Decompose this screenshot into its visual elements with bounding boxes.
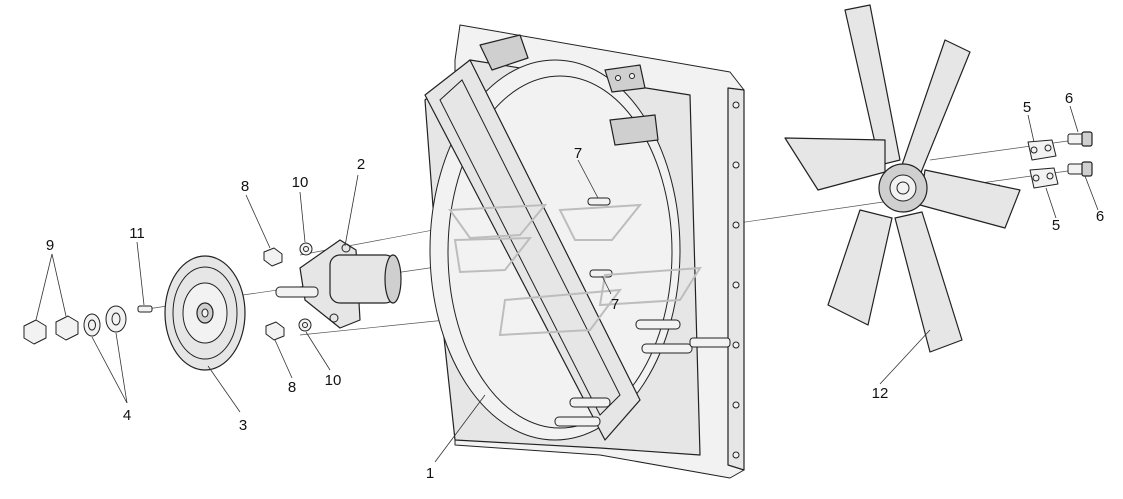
nut-part-9-outer — [23, 319, 47, 345]
callout-5-upper: 5 — [1023, 99, 1031, 116]
callout-4: 4 — [123, 407, 131, 424]
shroud-mid-bracket — [609, 114, 659, 146]
watermark-logo — [448, 203, 702, 337]
fan-blade-top-right — [901, 39, 971, 176]
clamp-part-5-lower — [1029, 167, 1059, 189]
clamp-part-5-upper — [1027, 139, 1057, 161]
washer-part-4-outer — [83, 313, 101, 337]
washer-part-10-upper — [299, 242, 313, 256]
callout-7-lower: 7 — [611, 296, 619, 313]
callout-5-lower: 5 — [1052, 217, 1060, 234]
bolt-part-7-lower — [589, 269, 613, 278]
key-part-11 — [137, 305, 153, 313]
callout-9: 9 — [46, 237, 54, 254]
callout-6-upper: 6 — [1065, 90, 1073, 107]
bolt-part-7-upper — [587, 197, 611, 206]
fan-blade-bottom-left — [827, 209, 893, 326]
nut-part-8-lower — [265, 321, 285, 341]
washer-part-10-lower — [298, 318, 312, 332]
nut-part-9-inner — [55, 315, 79, 341]
shroud-pipes — [554, 319, 731, 427]
bolt-part-6-lower — [1067, 161, 1093, 177]
washer-part-4-inner — [105, 305, 127, 333]
shroud-top-bracket — [479, 34, 529, 71]
callout-12: 12 — [872, 385, 889, 402]
shroud-upper-right-bracket — [604, 64, 646, 93]
bolt-part-6-upper — [1067, 131, 1093, 147]
bearing-housing-part-2 — [275, 239, 402, 329]
callout-2: 2 — [357, 156, 365, 173]
fan-blade-bottom — [894, 211, 963, 353]
fan-blade-right — [919, 169, 1021, 229]
callout-1: 1 — [426, 465, 434, 482]
pulley-part-3 — [164, 255, 246, 371]
callout-11: 11 — [129, 225, 145, 242]
housing-shaft — [275, 286, 319, 298]
fan-part-12 — [784, 4, 1021, 353]
callout-6-lower: 6 — [1096, 208, 1104, 225]
callout-7-upper: 7 — [574, 145, 582, 162]
shroud-side-flange — [727, 87, 745, 471]
callout-10-lower: 10 — [325, 372, 342, 389]
callout-8-lower: 8 — [288, 379, 296, 396]
leader-lines — [35, 105, 1099, 463]
callout-labels: 1 2 3 4 5 5 6 6 7 7 8 8 9 10 10 11 12 — [46, 90, 1104, 482]
fan-blade-top — [844, 4, 901, 166]
callout-3: 3 — [239, 417, 247, 434]
flange-holes — [732, 101, 740, 459]
nut-part-8-upper — [263, 247, 283, 267]
shroud-diagonal-brace — [424, 59, 641, 441]
fan-blade-left — [784, 137, 886, 191]
callout-10-upper: 10 — [292, 174, 309, 191]
callout-8-upper: 8 — [241, 178, 249, 195]
radiator-shroud-part-1 — [424, 24, 745, 479]
